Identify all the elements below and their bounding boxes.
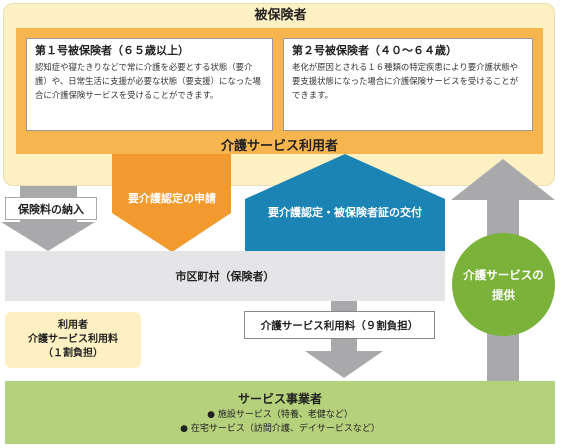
user-fee-label: 介護サービス利用料 xyxy=(28,334,118,345)
user-share-label: （１割負担） xyxy=(43,348,103,359)
service-fee-label: 介護サービス利用料（９割負担） xyxy=(244,311,435,339)
provider-item-home: ● 在宅サービス（訪問介護、デイサービスなど） xyxy=(180,423,380,434)
type1-insured-box: 第１号被保険者（６５歳以上） 認知症や寝たきりなどで常に介護を必要とする状態（要… xyxy=(26,38,273,131)
type1-title: 第１号被保険者（６５歳以上） xyxy=(35,44,189,57)
insured-title: 被保険者 xyxy=(254,7,307,23)
issuance-label: 要介護認定・被保険者証の交付 xyxy=(268,206,422,219)
application-label: 要介護認定の申請 xyxy=(128,192,216,205)
fee-arrow xyxy=(305,301,383,378)
user-box: 利用者 介護サービス利用料 （１割負担） xyxy=(5,312,141,368)
provision-line2: 提供 xyxy=(492,287,515,302)
provider-item-facility: ● 施設サービス（特養、老健など） xyxy=(207,409,353,420)
provider-title: サービス事業者 xyxy=(237,391,322,406)
type1-description: 認知症や寝たきりなどで常に介護を必要とする状態（要介護）や、日常生活に支援が必要… xyxy=(35,62,261,100)
premium-payment-label: 保険料の納入 xyxy=(5,197,97,220)
municipality-bar: 市区町村（保険者） xyxy=(5,251,445,301)
type2-title: 第２号被保険者（４０〜６４歳） xyxy=(292,44,457,57)
type2-insured-box: 第２号被保険者（４０〜６４歳） 老化が原因とされる１６種類の特定疾患により要介護… xyxy=(283,38,533,131)
issuance-arrow xyxy=(245,154,445,251)
type2-description: 老化が原因とされる１６種類の特定疾患により要介護状態や要支援状態になった場合に介… xyxy=(292,62,519,100)
users-title: 介護サービス利用者 xyxy=(220,138,338,154)
application-arrow xyxy=(112,154,231,252)
service-provision-circle: 介護サービスの 提供 xyxy=(452,233,555,336)
service-provider-bar: サービス事業者 ● 施設サービス（特養、老健など） ● 在宅サービス（訪問介護、… xyxy=(5,381,555,444)
provision-line1: 介護サービスの xyxy=(463,267,544,282)
user-label: 利用者 xyxy=(58,320,88,331)
